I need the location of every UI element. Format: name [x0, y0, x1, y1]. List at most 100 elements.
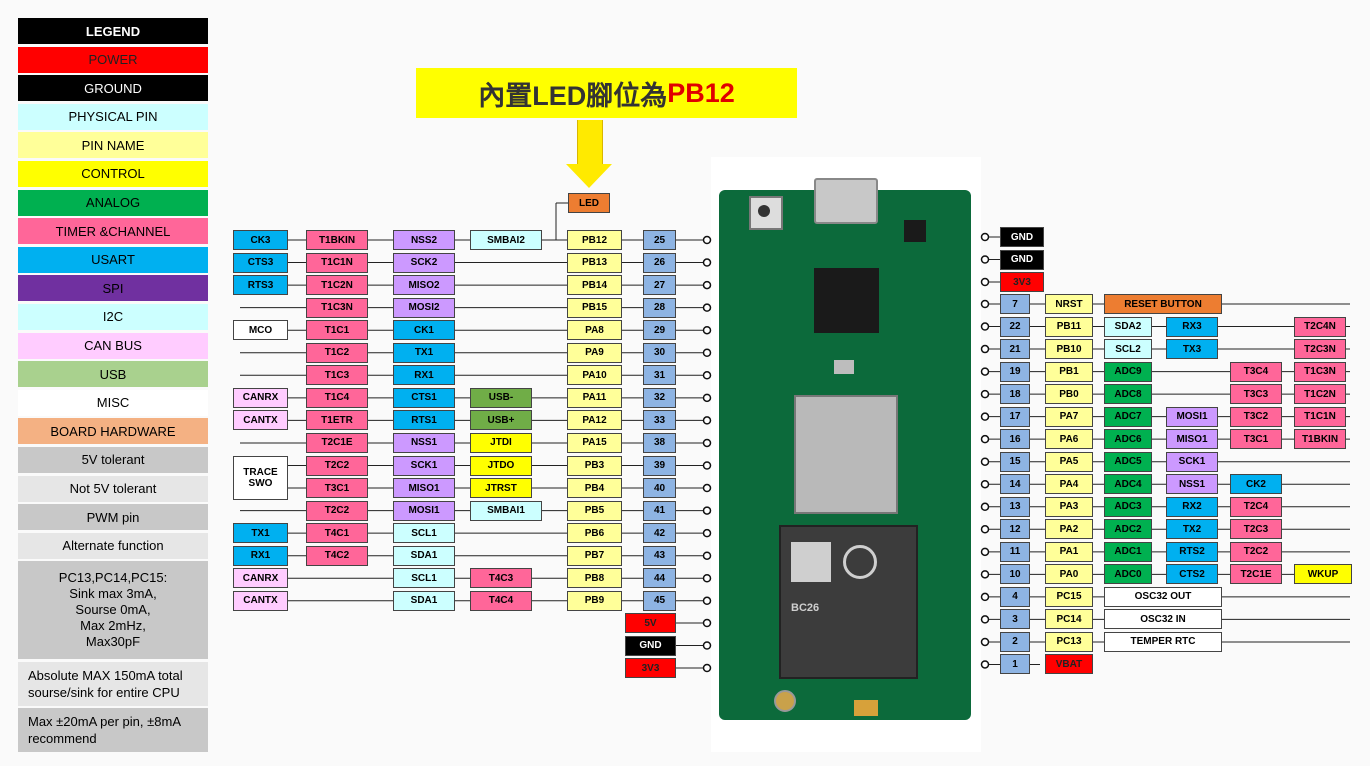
power-pin: 3V3 [1000, 272, 1044, 292]
pin-label: ADC2 [1104, 519, 1152, 540]
pin-label: T1C3N [1294, 361, 1346, 382]
pin-dot [980, 547, 990, 557]
pin-name: PB1 [1045, 361, 1093, 382]
physical-pin: 28 [643, 297, 676, 318]
physical-pin: 19 [1000, 361, 1030, 382]
physical-pin: 4 [1000, 586, 1030, 607]
legend-item: CONTROL [18, 160, 208, 187]
antenna-connector-icon [774, 690, 796, 712]
pin-label: CTS2 [1166, 564, 1218, 585]
pin-label: T2C2 [306, 500, 368, 521]
physical-pin: 12 [1000, 519, 1030, 540]
pin-name: PB12 [567, 230, 622, 250]
battery-crystal-icon [854, 700, 878, 716]
pin-dot [702, 596, 712, 606]
pin-dot [702, 551, 712, 560]
physical-pin: 16 [1000, 429, 1030, 450]
physical-pin: 14 [1000, 474, 1030, 495]
qr-code-icon [791, 542, 831, 582]
pin-name: PB15 [567, 297, 622, 318]
pin-label: SMBAI1 [470, 500, 542, 521]
physical-pin: 3 [1000, 609, 1030, 630]
pin-name: PA2 [1045, 519, 1093, 540]
pin-label: T3C1 [1230, 429, 1282, 450]
pin-label: WKUP [1294, 564, 1352, 585]
pin-label: RX1 [393, 365, 455, 386]
power-pin: GND [1000, 227, 1044, 247]
pin-dot [980, 615, 990, 624]
legend-item: Alternate function [18, 532, 208, 559]
pin-label: RTS3 [233, 275, 288, 296]
pin-label: T3C2 [1230, 406, 1282, 427]
pin-label: T1ETR [306, 410, 368, 431]
pin-dot [980, 389, 990, 399]
pin-label: ADC3 [1104, 496, 1152, 517]
pin-name: PA6 [1045, 429, 1093, 450]
callout-highlight: PB12 [667, 77, 735, 108]
physical-pin: 43 [643, 545, 676, 566]
pin-name: PC14 [1045, 609, 1093, 630]
pin-label: T2C4 [1230, 496, 1282, 517]
pin-dot [980, 299, 990, 309]
pin-dot [980, 344, 990, 354]
pin-label: T1C1 [306, 320, 368, 341]
pin-dot [702, 618, 712, 628]
pin-label: MISO1 [393, 478, 455, 499]
legend-item: BOARD HARDWARE [18, 418, 208, 445]
legend-item: GROUND [18, 75, 208, 102]
pin-label: T4C2 [306, 545, 368, 566]
pin-name: PA7 [1045, 406, 1093, 427]
pin-name: PB8 [567, 568, 622, 589]
physical-pin: 33 [643, 410, 676, 431]
pin-dot [980, 277, 990, 287]
pin-dot [980, 367, 990, 376]
pin-label: MOSI1 [393, 500, 455, 521]
pin-dot [702, 483, 712, 493]
physical-pin: 26 [643, 252, 676, 273]
physical-pin: 42 [643, 523, 676, 544]
pin-label: ADC4 [1104, 474, 1152, 495]
pin-name: PB0 [1045, 384, 1093, 405]
pin-label: MOSI2 [393, 297, 455, 318]
physical-pin: 25 [643, 230, 676, 250]
pin-label: TX2 [1166, 519, 1218, 540]
pin-label: RX3 [1166, 316, 1218, 337]
pin-label: MCO [233, 320, 288, 341]
pin-name: PB6 [567, 523, 622, 544]
physical-pin: 44 [643, 568, 676, 589]
pin-label: T2C4N [1294, 316, 1346, 337]
crystal-icon [834, 360, 854, 374]
pin-dot [980, 412, 990, 421]
pin-name: VBAT [1045, 654, 1093, 675]
pin-dot [702, 303, 712, 312]
quectel-logo-icon [843, 545, 877, 579]
pin-label: RX1 [233, 545, 288, 566]
pin-label: T4C4 [470, 590, 532, 611]
physical-pin: 13 [1000, 496, 1030, 517]
pin-label: T4C3 [470, 568, 532, 589]
pin-label: CTS3 [233, 252, 288, 273]
arrow-down-icon [577, 120, 603, 165]
pin-label: SCL1 [393, 568, 455, 589]
physical-pin: 2 [1000, 631, 1030, 652]
physical-pin: 11 [1000, 541, 1030, 562]
pin-label: ADC6 [1104, 429, 1152, 450]
pin-name: PB14 [567, 275, 622, 296]
physical-pin: 21 [1000, 339, 1030, 360]
pin-label: SCK1 [393, 455, 455, 476]
pin-dot [702, 258, 712, 267]
legend-item: LEGEND [18, 18, 208, 44]
pin-label: T1C3N [306, 297, 368, 318]
callout-text: 內置LED腳位為 [478, 80, 668, 111]
pin-dot [702, 280, 712, 290]
pin-label: OSC32 OUT [1104, 586, 1222, 607]
physical-pin: 29 [643, 320, 676, 341]
pin-label: USB+ [470, 410, 532, 431]
pin-name: PB3 [567, 455, 622, 476]
pcb: BC26 [719, 178, 971, 720]
pin-name: PB9 [567, 590, 622, 611]
pin-name: PA15 [567, 432, 622, 453]
pin-label: USB- [470, 387, 532, 408]
legend-item: SPI [18, 275, 208, 302]
